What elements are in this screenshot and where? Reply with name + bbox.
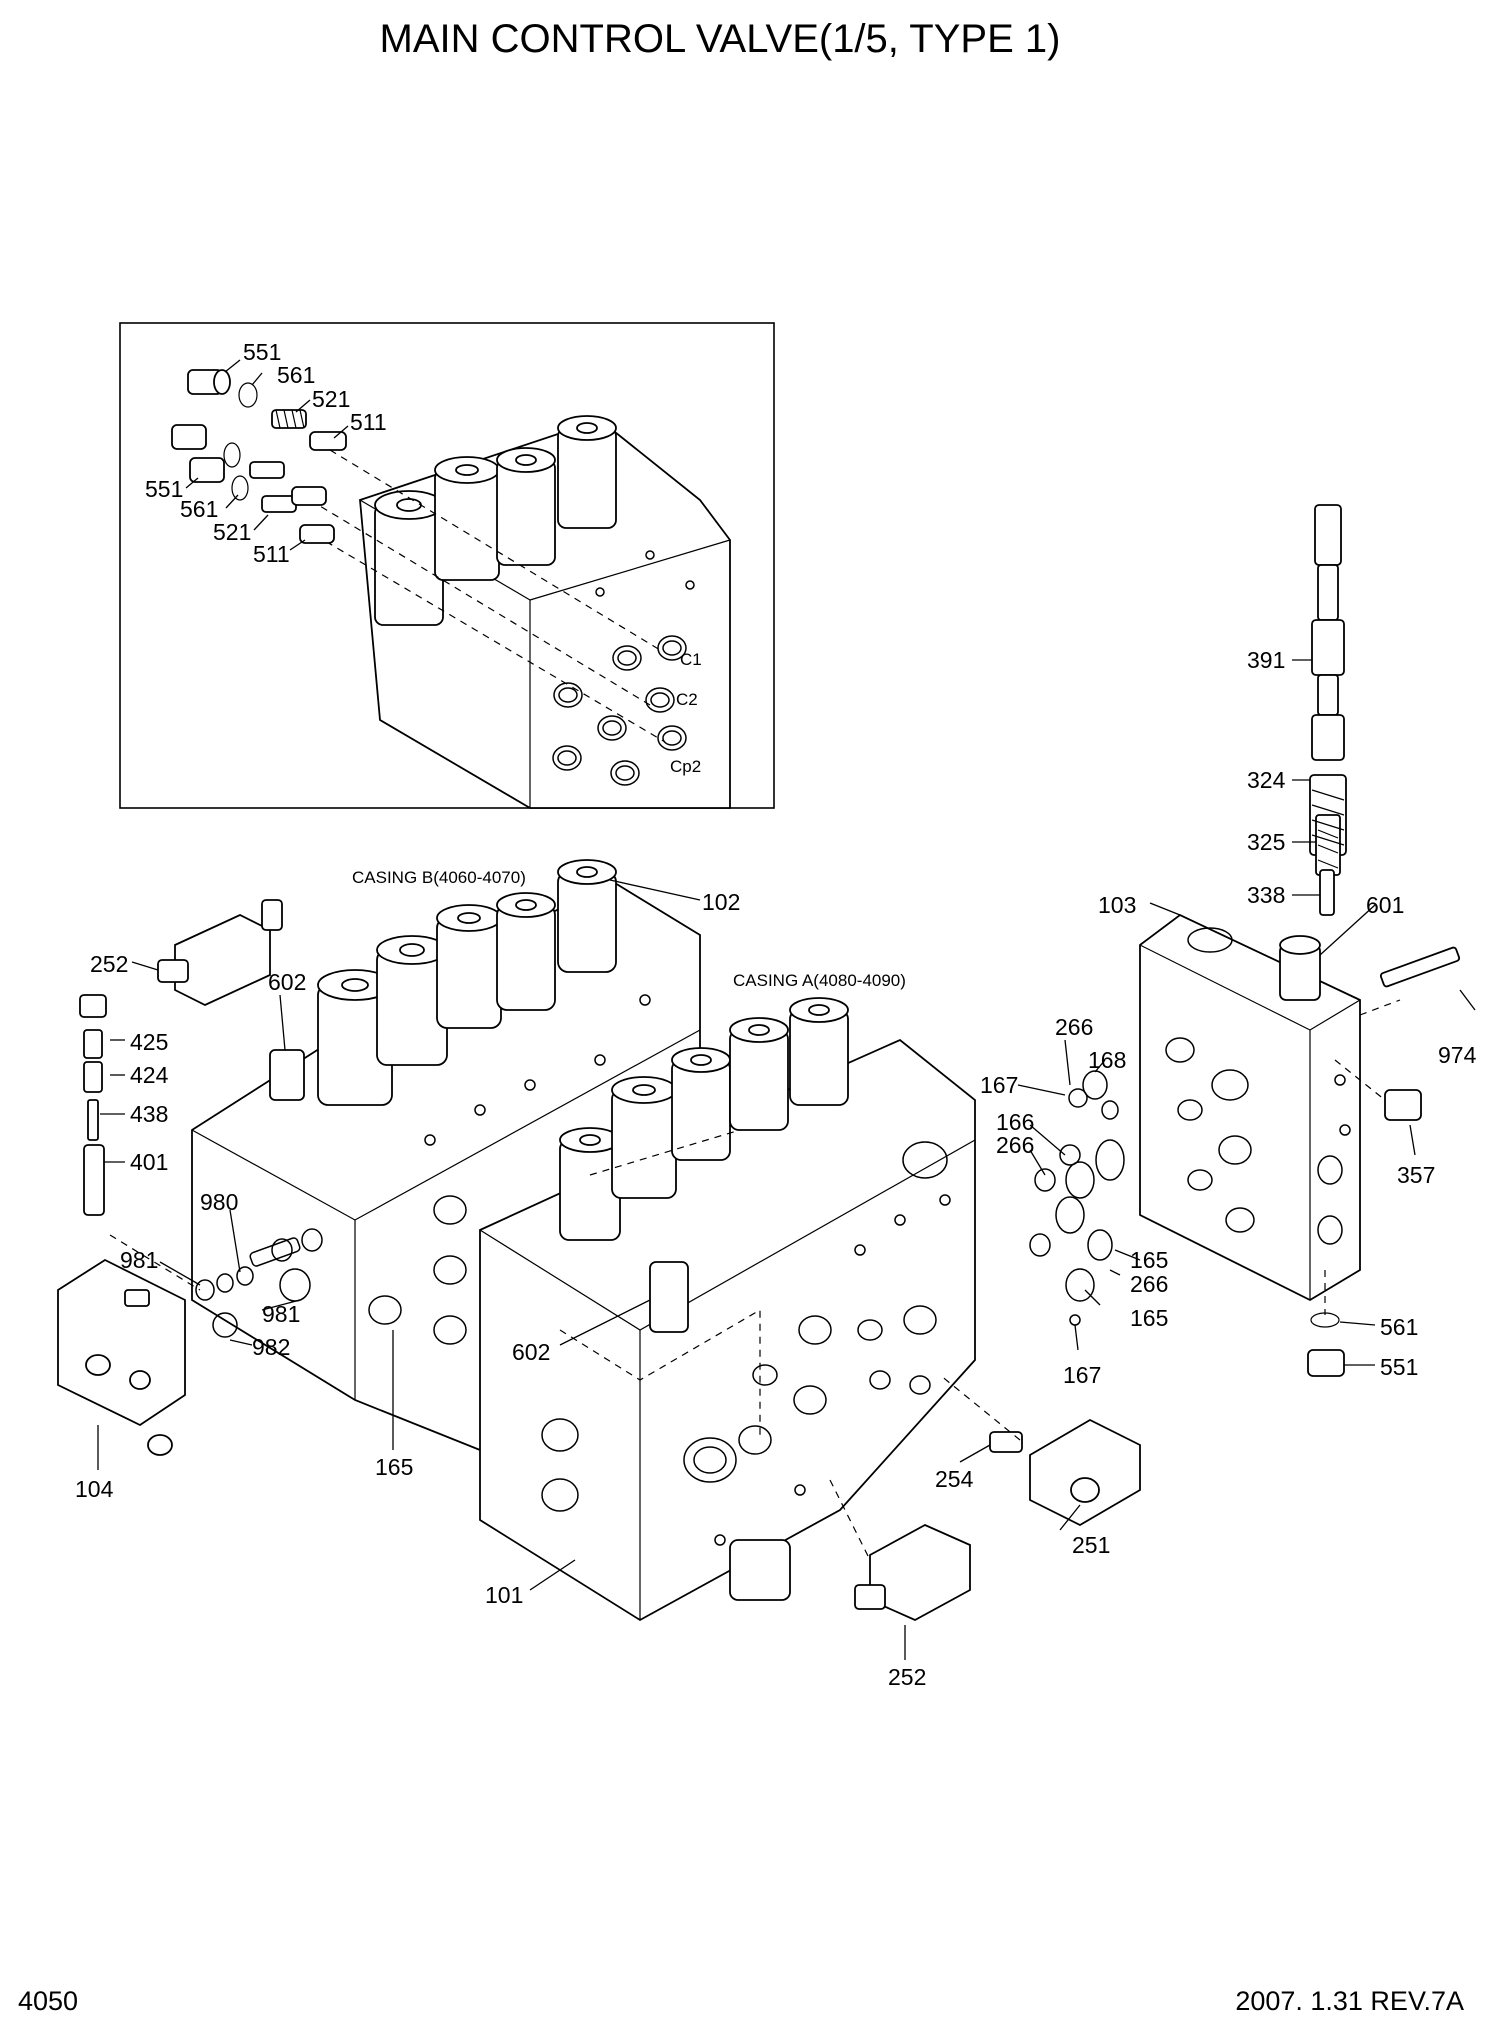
label-324: 324 <box>1247 767 1286 793</box>
inset-frame <box>119 322 775 809</box>
port-label-c2: C2 <box>676 690 698 709</box>
label-101: 101 <box>485 1582 523 1608</box>
label-561-right: 561 <box>1380 1314 1418 1340</box>
label-401: 401 <box>130 1149 168 1175</box>
label-165-low: 165 <box>1130 1305 1168 1331</box>
label-980: 980 <box>200 1189 238 1215</box>
label-438: 438 <box>130 1101 168 1127</box>
label-602-top: 602 <box>268 969 306 995</box>
label-165-left: 165 <box>375 1454 413 1480</box>
label-357: 357 <box>1397 1162 1435 1188</box>
label-981-left: 981 <box>120 1247 158 1273</box>
label-251: 251 <box>1072 1532 1110 1558</box>
casing-a-caption: CASING A(4080-4090) <box>733 971 906 990</box>
label-974: 974 <box>1438 1042 1477 1068</box>
inset-label-511-bottom: 511 <box>253 541 290 567</box>
port-label-c1: C1 <box>680 650 702 669</box>
label-551-right: 551 <box>1380 1354 1418 1380</box>
part-labels: 102 252 602 425 424 438 401 980 981 981 … <box>75 647 1477 1690</box>
page-number: 4050 <box>18 1986 78 2016</box>
left-side-parts <box>57 899 1141 1622</box>
inset-label-551-top: 551 <box>243 339 281 365</box>
port-label-cp2: Cp2 <box>670 757 701 776</box>
revision-stamp: 2007. 1.31 REV.7A <box>1235 1986 1464 2016</box>
label-252-left: 252 <box>90 951 128 977</box>
label-981-right: 981 <box>262 1301 300 1327</box>
inset-label-511-top: 511 <box>350 409 387 435</box>
label-168: 168 <box>1088 1047 1126 1073</box>
inset-detail: 551 561 521 511 551 561 521 511 C1 C2 Cp… <box>119 322 775 809</box>
casing-b-caption: CASING B(4060-4070) <box>352 868 526 887</box>
right-block <box>1139 504 1461 1377</box>
label-104: 104 <box>75 1476 114 1502</box>
inset-label-561-bottom: 561 <box>180 496 218 522</box>
inset-label-561-top: 561 <box>277 362 315 388</box>
label-266-top: 266 <box>1055 1014 1093 1040</box>
casing-a-block <box>479 997 976 1622</box>
label-266-mid: 266 <box>996 1132 1034 1158</box>
label-602-mid: 602 <box>512 1339 550 1365</box>
label-982: 982 <box>252 1334 290 1360</box>
label-167-low: 167 <box>1063 1362 1101 1388</box>
label-252-bottom: 252 <box>888 1664 926 1690</box>
label-166: 166 <box>996 1109 1034 1135</box>
label-103: 103 <box>1098 892 1136 918</box>
label-167-top: 167 <box>980 1072 1018 1098</box>
label-266-low: 266 <box>1130 1271 1168 1297</box>
label-165-mid: 165 <box>1130 1247 1168 1273</box>
leader-lines <box>97 659 1476 1660</box>
label-391: 391 <box>1247 647 1285 673</box>
inset-label-521-top: 521 <box>312 386 350 412</box>
o-ring-group <box>1029 1070 1125 1326</box>
label-425: 425 <box>130 1029 168 1055</box>
inset-label-551-bottom: 551 <box>145 476 183 502</box>
label-601: 601 <box>1366 892 1404 918</box>
page-title: MAIN CONTROL VALVE(1/5, TYPE 1) <box>380 17 1061 61</box>
inset-label-521-bottom: 521 <box>213 519 251 545</box>
label-102: 102 <box>702 889 740 915</box>
label-254: 254 <box>935 1466 974 1492</box>
label-424: 424 <box>130 1062 169 1088</box>
label-325: 325 <box>1247 829 1285 855</box>
label-338: 338 <box>1247 882 1285 908</box>
